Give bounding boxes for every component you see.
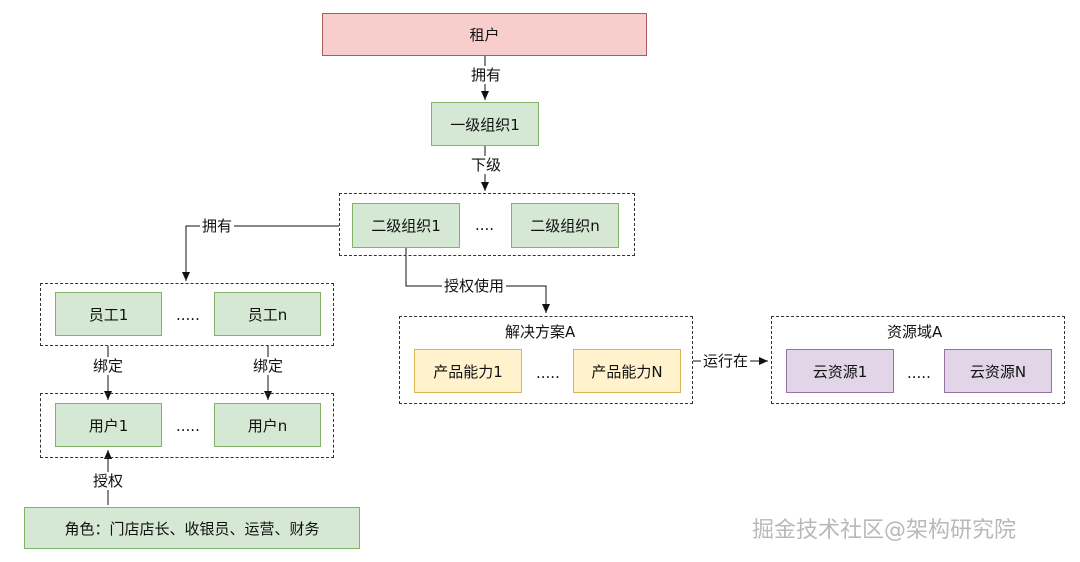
org-level2-group [339, 193, 635, 256]
employee-ellipsis: ..... [176, 306, 200, 324]
user-n-node: 用户n [214, 403, 321, 447]
resource-domain-title: 资源域A [887, 323, 943, 341]
employee-n-node: 员工n [214, 292, 321, 336]
edge-label-authorize: 授权 [91, 472, 126, 490]
capability-n-node: 产品能力N [573, 349, 681, 393]
edge-label-owns-1: 拥有 [469, 66, 504, 84]
employee-1-node: 员工1 [55, 292, 162, 336]
cloud-resource-1-node: 云资源1 [786, 349, 894, 393]
edge-label-subordinate: 下级 [469, 156, 504, 174]
solution-group [399, 316, 693, 404]
user-ellipsis: ..... [176, 417, 200, 435]
edge-label-owns-2: 拥有 [200, 217, 235, 235]
edge-label-bind-1: 绑定 [91, 357, 126, 375]
capability-1-node: 产品能力1 [414, 349, 522, 393]
roles-node: 角色：门店店长、收银员、运营、财务 [24, 507, 360, 549]
resource-domain-group [771, 316, 1065, 404]
tenant-node: 租户 [322, 13, 647, 56]
edge-label-runs-on: 运行在 [701, 352, 751, 370]
watermark: 掘金技术社区@架构研究院 [752, 518, 1017, 543]
capability-ellipsis: ..... [536, 364, 560, 382]
solution-title: 解决方案A [505, 323, 576, 341]
resource-ellipsis: ..... [907, 364, 931, 382]
employee-group [40, 283, 334, 346]
edge-label-authorized-use: 授权使用 [442, 277, 507, 295]
edge-org2-to-employees [182, 225, 339, 281]
org-level2-1-node: 二级组织1 [352, 203, 460, 248]
cloud-resource-n-node: 云资源N [944, 349, 1052, 393]
edge-label-bind-2: 绑定 [251, 357, 286, 375]
user-group [40, 393, 334, 458]
org-level1-node: 一级组织1 [431, 102, 539, 146]
org-level2-n-node: 二级组织n [511, 203, 619, 248]
user-1-node: 用户1 [55, 403, 162, 447]
org-level2-ellipsis: .... [475, 216, 495, 234]
